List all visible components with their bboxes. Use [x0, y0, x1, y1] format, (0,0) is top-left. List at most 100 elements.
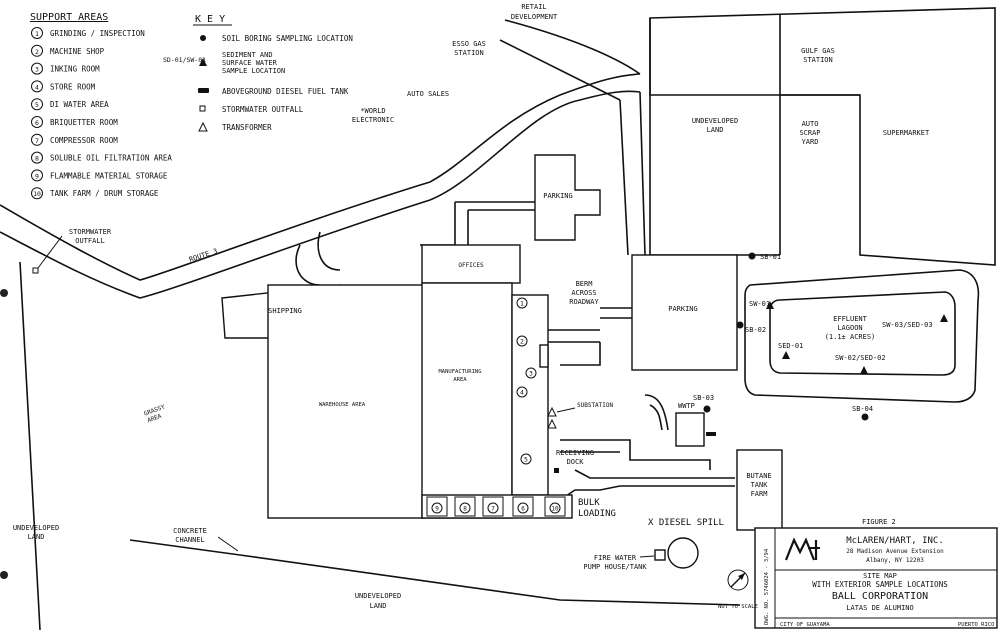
support-area-label: DI WATER AREA: [50, 100, 109, 109]
warehouse-label: WAREHOUSE AREA: [319, 402, 366, 408]
room-number: 7: [491, 506, 495, 513]
svg-text:YARD: YARD: [802, 138, 819, 146]
sw02-marker: [860, 366, 868, 374]
svg-text:CHANNEL: CHANNEL: [175, 536, 205, 544]
sw01-label: SW-01: [749, 300, 770, 308]
svg-text:TANK: TANK: [751, 481, 769, 489]
svg-text:LAND: LAND: [28, 533, 45, 541]
key-legend: K E Y SOIL BORING SAMPLING LOCATION SD-0…: [163, 14, 353, 132]
svg-text:SURFACE WATER: SURFACE WATER: [222, 59, 278, 67]
parking-east-label: PARKING: [668, 305, 698, 313]
fire-water-pump-house: [654, 549, 666, 561]
room-circle-icon: [431, 502, 443, 514]
sw02-label: SW-02/SED-02: [835, 354, 886, 362]
support-number-circle-icon: [31, 169, 43, 182]
room-circle-icon: [520, 453, 532, 465]
retail-label: RETAIL: [521, 3, 546, 11]
support-number-circle-icon: [31, 44, 43, 57]
svg-text:LOADING: LOADING: [578, 509, 616, 519]
key-sd-prefix: SD-01/SW-01: [163, 56, 206, 64]
svg-text:ROADWAY: ROADWAY: [569, 298, 599, 306]
sed01-marker: [782, 351, 790, 359]
svg-text:STATION: STATION: [803, 56, 833, 64]
butane-tank-farm: [736, 449, 783, 531]
sample-triangle-icon: [199, 58, 207, 66]
soil-boring-dot-icon: [200, 35, 206, 41]
support-number: 7: [35, 137, 39, 145]
sb02-marker: [736, 321, 744, 329]
support-area-item: 5 DI WATER AREA: [31, 98, 109, 111]
support-number-circle-icon: [31, 80, 43, 93]
butane-label: BUTANE: [746, 472, 771, 480]
room-circle-icon: [516, 386, 528, 398]
diesel-tank-icon: [198, 88, 209, 93]
sb02-label: SB-02: [745, 326, 766, 334]
support-area-label: MACHINE SHOP: [50, 47, 105, 56]
warehouse-building: [267, 284, 424, 519]
roads: [0, 19, 735, 501]
room-number: 6: [521, 506, 525, 513]
svg-text:STATION: STATION: [454, 49, 484, 57]
support-number-circle-icon: [31, 133, 43, 146]
svg-text:AREA: AREA: [146, 413, 162, 425]
buildings: [32, 154, 980, 569]
bulk-label: BULK: [578, 498, 600, 508]
receiving-label: RECEIVING: [556, 449, 594, 457]
svg-text:FARM: FARM: [751, 490, 768, 498]
key-transformer: TRANSFORMER: [222, 123, 272, 132]
manufacturing-label: MANUFACTURING: [438, 369, 481, 375]
sample-locations: SB-01 SB-02 SB-03 SB-04 SW-01 SED-01 SW-…: [547, 252, 948, 473]
support-number: 10: [33, 190, 41, 198]
support-area-label: INKING ROOM: [50, 65, 100, 74]
fire-water-label: FIRE WATER: [594, 554, 637, 562]
route-label: ROUTE 3: [188, 247, 219, 264]
offices-building: [421, 244, 521, 284]
title-block: FIGURE 2 DWG. NO. 5746024 - 3/94 McLAREN…: [718, 518, 998, 629]
support-number-circle-icon: [31, 187, 43, 200]
support-number-circle-icon: [31, 27, 43, 39]
project-name: LATAS DE ALUMINO: [846, 604, 913, 612]
room-circle-icon: [487, 502, 499, 514]
key-soil-boring: SOIL BORING SAMPLING LOCATION: [222, 34, 353, 43]
svg-text:PUMP HOUSE/TANK: PUMP HOUSE/TANK: [583, 563, 647, 571]
auto-scrap-label: AUTO: [802, 120, 819, 128]
room-number: 1: [520, 300, 524, 308]
wwtp-label: WWTP: [678, 402, 695, 410]
shipping-label: SHIPPING: [268, 307, 302, 315]
fire-water-tank: [667, 537, 699, 569]
city-label: CITY OF GUAYAMA: [780, 622, 830, 628]
room-circle-icon: [516, 297, 528, 309]
supermarket-label: SUPERMARKET: [883, 129, 930, 137]
svg-text:(1.1± ACRES): (1.1± ACRES): [825, 333, 876, 341]
room-number: 2: [520, 338, 524, 346]
offices-label: OFFICES: [458, 262, 484, 269]
key-stormwater-outfall: STORMWATER OUTFALL: [222, 105, 304, 114]
auto-sales-label: AUTO SALES: [407, 90, 449, 98]
undeveloped-ne-label: UNDEVELOPED: [692, 117, 738, 125]
key-sediment: SEDIMENT AND: [222, 51, 273, 59]
address-line-2: Albany, NY 12203: [866, 557, 924, 564]
state-label: PUERTO RICO: [958, 622, 994, 628]
room-number: 9: [435, 506, 439, 513]
support-number: 5: [35, 101, 39, 109]
key-title: K E Y: [195, 14, 225, 25]
support-area-label: STORE ROOM: [50, 82, 96, 91]
svg-text:LAGOON: LAGOON: [837, 324, 862, 332]
parking-east: [631, 254, 738, 371]
support-number-circle-icon: [31, 116, 43, 128]
support-area-label: COMPRESSOR ROOM: [50, 136, 118, 145]
undeveloped-s-label: UNDEVELOPED: [355, 592, 401, 600]
sw03-marker: [940, 314, 948, 322]
svg-text:SCRAP: SCRAP: [799, 129, 820, 137]
scale-note: NOT TO SCALE: [718, 604, 758, 610]
room-circle-icon: [525, 367, 537, 379]
support-number: 6: [35, 119, 39, 127]
support-number: 8: [35, 155, 39, 163]
esso-label: ESSO GAS: [452, 40, 486, 48]
support-area-label: FLAMMABLE MATERIAL STORAGE: [50, 171, 168, 180]
